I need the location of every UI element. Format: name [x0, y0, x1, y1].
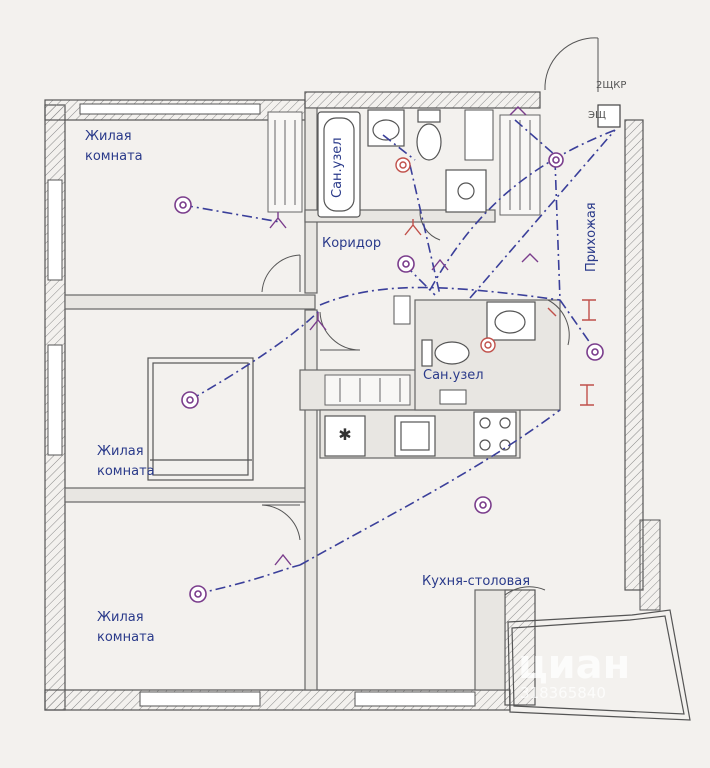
bathroom-1-label: Сан.узел — [330, 137, 345, 198]
bed — [147, 357, 254, 481]
room-label-3: Жилая комната — [97, 608, 155, 648]
bathroom-2-label: Сан.узел — [423, 368, 484, 383]
panel-label-2: ЭЩ — [588, 110, 606, 121]
room-label-1: Жилая комната — [85, 127, 143, 167]
lamps — [174, 152, 604, 603]
room-3-line1: Жилая — [97, 610, 144, 625]
toilet-2 — [421, 339, 470, 367]
watermark-id: 318365840 — [520, 684, 606, 702]
svg-text:✱: ✱ — [338, 425, 351, 444]
sink-2 — [486, 301, 536, 341]
kitchen-counter — [324, 411, 517, 457]
wiring — [182, 119, 616, 595]
kitchen-label: Кухня-столовая — [422, 574, 531, 589]
room-2-line1: Жилая — [97, 444, 144, 459]
room-label-2: Жилая комната — [97, 442, 155, 482]
windows — [47, 103, 476, 707]
toilet-1 — [416, 109, 442, 161]
switches — [269, 106, 539, 566]
hall-label: Прихожая — [584, 202, 599, 272]
panel-label-1: 2ЩКР — [596, 80, 627, 91]
red-fixtures — [395, 157, 496, 353]
washer — [445, 169, 487, 213]
bathtub — [317, 111, 361, 218]
watermark-brand: циан — [518, 642, 631, 688]
room-1-line1: Жилая — [85, 129, 132, 144]
balcony — [507, 609, 691, 721]
corridor-label: Коридор — [322, 236, 382, 251]
room-2-line2: комната — [97, 464, 155, 479]
sink-1 — [367, 109, 405, 147]
room-3-line2: комната — [97, 630, 155, 645]
room-1-line2: комната — [85, 149, 143, 164]
